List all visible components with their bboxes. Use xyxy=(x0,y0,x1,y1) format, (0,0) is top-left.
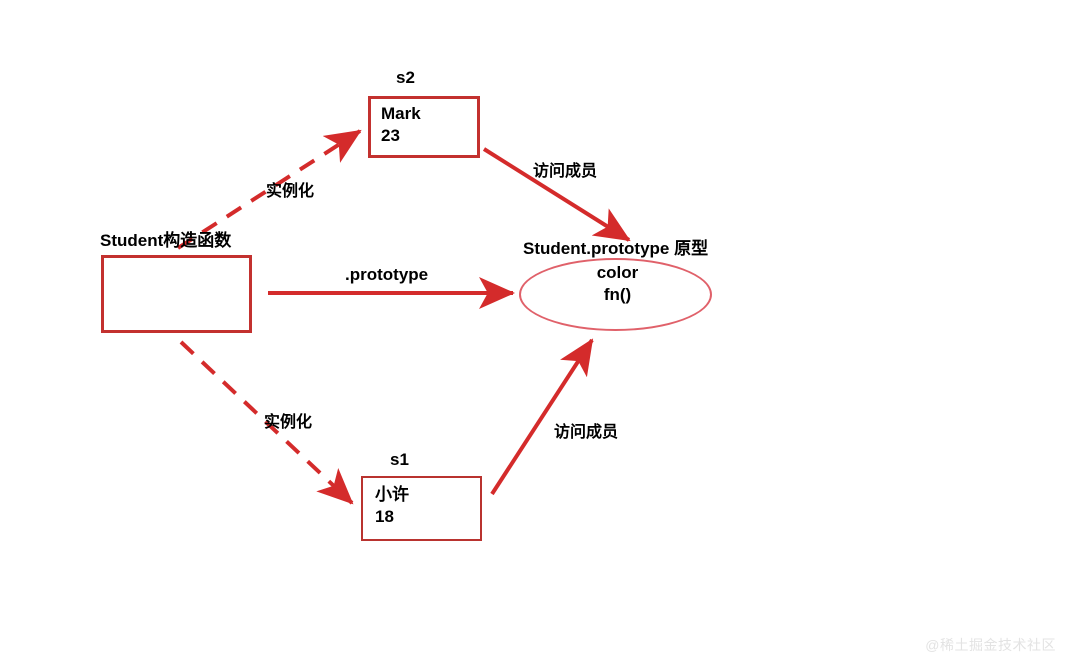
instance-s1-age: 18 xyxy=(375,507,394,527)
edge-label-instantiate-top: 实例化 xyxy=(266,183,315,200)
edge-access-bottom xyxy=(490,338,594,496)
instance-s1-name: 小许 xyxy=(375,485,409,504)
edge-label-prototype-link: .prototype xyxy=(345,265,429,284)
edge-label-instantiate-bottom: 实例化 xyxy=(264,414,313,431)
prototype-member-color: color xyxy=(596,263,639,282)
instance-s2-name: Mark xyxy=(381,104,421,123)
instance-s2-box[interactable]: Mark 23 xyxy=(368,96,480,158)
constructor-box[interactable] xyxy=(101,255,252,333)
prototype-member-fn: fn() xyxy=(603,285,632,305)
instance-s2-age: 23 xyxy=(381,126,400,146)
instance-s1-title: s1 xyxy=(390,450,409,469)
watermark: @稀土掘金技术社区 xyxy=(925,637,1056,653)
prototype-members: color fn() xyxy=(519,262,712,307)
constructor-title: Student构造函数 xyxy=(100,231,232,250)
prototype-title: Student.prototype 原型 xyxy=(523,239,709,258)
prototype-ellipse[interactable] xyxy=(519,258,712,331)
edge-label-access-top: 访问成员 xyxy=(533,163,598,180)
instance-s2-title: s2 xyxy=(396,68,415,87)
instance-s1-box[interactable]: 小许 18 xyxy=(361,476,482,541)
edge-label-access-bottom: 访问成员 xyxy=(554,424,619,441)
